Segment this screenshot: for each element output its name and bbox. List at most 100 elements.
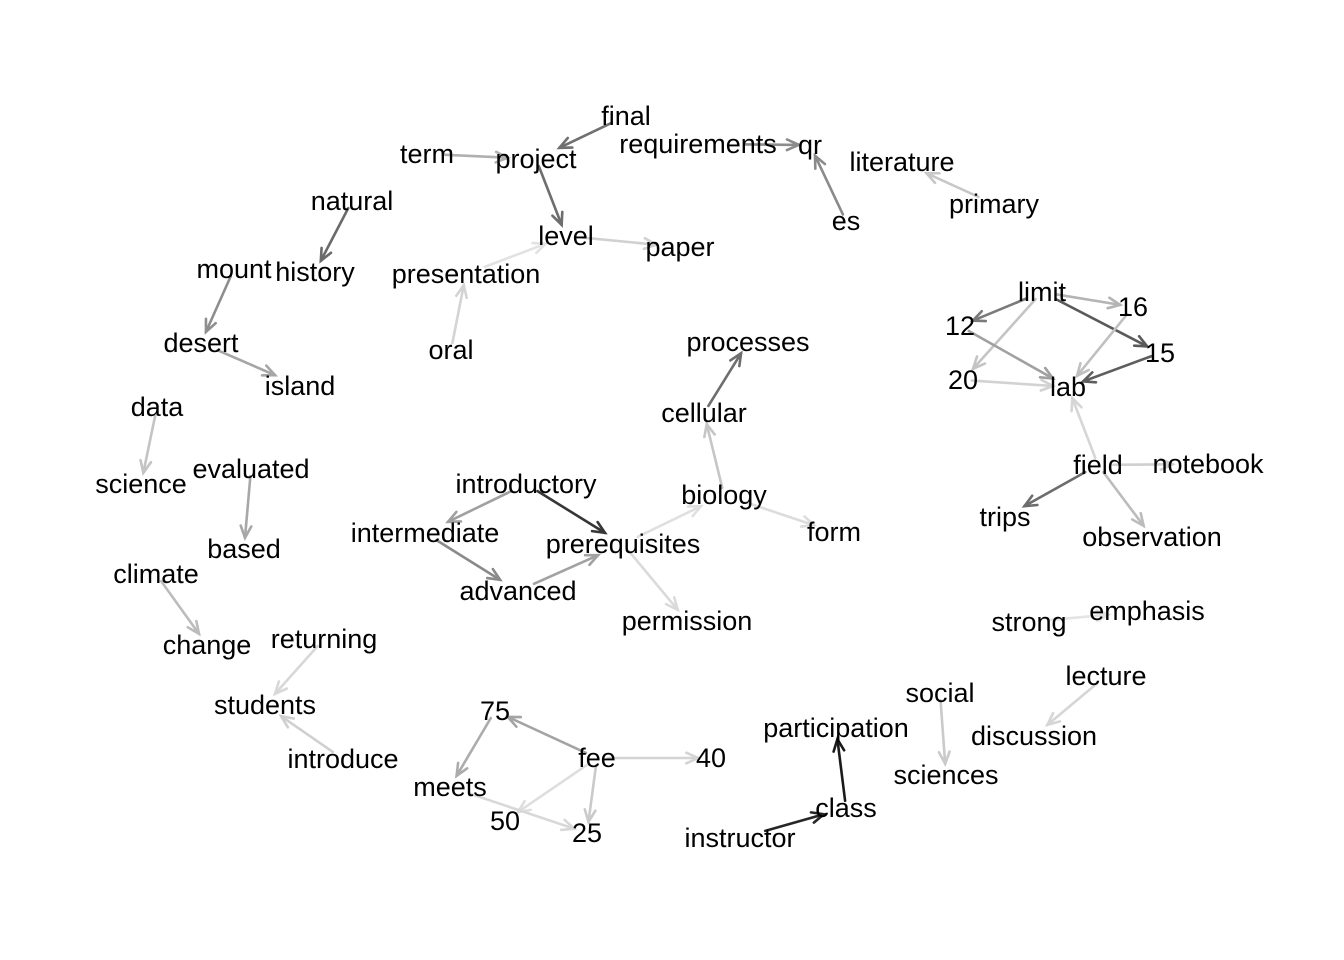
node-qr: qr (798, 130, 822, 160)
arrow-head-icon (1080, 371, 1098, 384)
node-20: 20 (948, 365, 978, 395)
edge-line (441, 153, 510, 160)
edge-line (971, 297, 1028, 322)
edge-line (279, 714, 334, 754)
node-strong: strong (991, 607, 1066, 637)
node-biology: biology (681, 480, 767, 510)
edge-requirements-qr (743, 138, 803, 152)
arrow-head-icon (204, 317, 217, 335)
arrow-head-icon (1130, 511, 1146, 529)
edge-strong-emphasis (1049, 609, 1113, 623)
edge-line (1054, 297, 1149, 348)
edge-line (516, 763, 588, 814)
edge-line (587, 763, 598, 824)
node-change: change (163, 630, 252, 660)
arrow-head-icon (1132, 334, 1151, 348)
edge-desert-island (216, 348, 279, 377)
arrow-head-icon (937, 750, 951, 768)
edge-field-lab (1070, 395, 1097, 460)
arrow-head-icon (556, 136, 574, 150)
edge-line (537, 164, 563, 227)
edge-oral-presentation (451, 282, 469, 345)
edge-line (483, 242, 547, 269)
edge-field-observation (1102, 470, 1146, 529)
edge-line (1112, 463, 1174, 467)
node-trips: trips (979, 502, 1030, 532)
arrow-head-icon (664, 596, 680, 613)
arrow-head-icon (729, 350, 743, 368)
node-cellular: cellular (661, 398, 747, 428)
edge-line (435, 538, 502, 582)
node-students: students (214, 690, 316, 720)
edge-evaluated-based (239, 474, 253, 542)
node-emphasis: emphasis (1089, 596, 1205, 626)
node-25: 25 (572, 818, 602, 848)
arrow-head-icon (685, 751, 702, 765)
edge-line (469, 792, 576, 831)
node-presentation: presentation (392, 259, 541, 289)
edge-line (743, 500, 816, 527)
edge-line (506, 715, 588, 755)
node-meets: meets (413, 772, 487, 802)
arrow-head-icon (485, 567, 503, 582)
arrow-head-icon (260, 364, 279, 377)
node-returning: returning (271, 624, 378, 654)
arrow-head-icon (583, 808, 597, 826)
node-limit: limit (1018, 277, 1066, 307)
edge-line (925, 171, 980, 199)
node-mount: mount (196, 254, 272, 284)
edge-line (243, 474, 252, 540)
edge-presentation-level (483, 241, 549, 269)
arrow-head-icon (445, 510, 463, 524)
arrow-head-icon (785, 138, 803, 152)
edge-12-lab (967, 329, 1056, 381)
arrow-head-icon (1159, 457, 1176, 472)
node-project: project (495, 144, 577, 174)
arrow-head-icon (1075, 361, 1090, 379)
edge-line (705, 422, 724, 490)
node-evaluated: evaluated (192, 454, 309, 484)
node-desert: desert (163, 328, 239, 358)
node-term: term (400, 139, 454, 169)
node-participation: participation (763, 713, 909, 743)
edge-field-notebook (1112, 457, 1176, 472)
edge-line (971, 297, 1037, 371)
node-sciences: sciences (893, 760, 998, 790)
node-50: 50 (490, 806, 520, 836)
edge-line (970, 379, 1055, 388)
arrow-head-icon (1038, 366, 1056, 381)
edge-16-lab (1075, 312, 1129, 379)
arrow-head-icon (1021, 494, 1039, 508)
edge-line (1023, 470, 1087, 508)
node-16: 16 (1118, 292, 1148, 322)
edge-line (707, 351, 743, 408)
node-paper: paper (645, 232, 714, 262)
node-introductory: introductory (455, 469, 597, 499)
arrow-head-icon (139, 458, 153, 476)
edge-line (204, 274, 233, 334)
node-processes: processes (686, 327, 809, 357)
edge-line (1070, 396, 1097, 460)
node-final: final (601, 101, 651, 131)
edge-fee-50 (515, 763, 588, 815)
edge-limit-20 (970, 297, 1037, 372)
arrow-head-icon (809, 811, 827, 824)
arrow-head-icon (1070, 395, 1083, 413)
edge-line (558, 121, 614, 150)
edge-class-participation (832, 735, 847, 803)
node-fee: fee (578, 743, 616, 773)
node-intermediate: intermediate (351, 518, 500, 548)
edge-biology-form (743, 500, 818, 528)
edge-line (216, 348, 277, 377)
node-advanced: advanced (459, 576, 576, 606)
arrow-head-icon (186, 619, 201, 637)
edge-introduce-students (278, 714, 334, 754)
arrow-head-icon (1039, 378, 1057, 392)
node-permission: permission (622, 606, 753, 636)
arrow-head-icon (642, 236, 660, 251)
edge-limit-15 (1054, 297, 1151, 348)
edge-line (836, 737, 847, 803)
edge-primary-literature (923, 171, 980, 199)
edge-returning-students (272, 644, 319, 697)
